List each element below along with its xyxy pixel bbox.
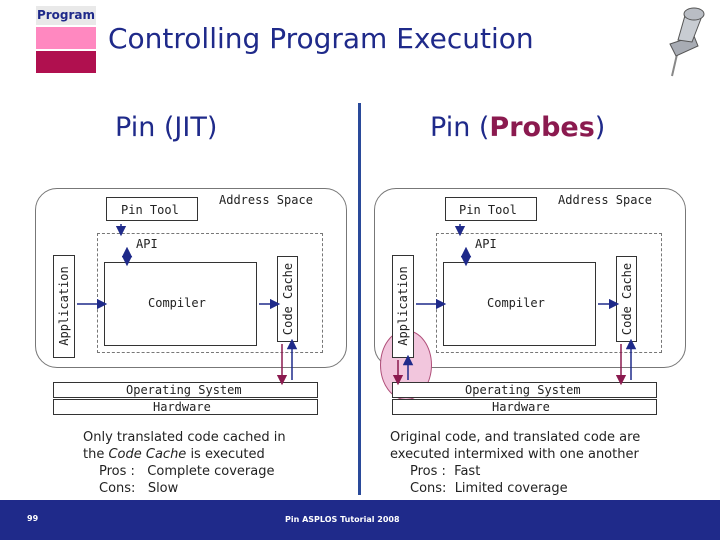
jit-note-line-1: Only translated code cached in (83, 430, 286, 445)
center-divider (358, 103, 361, 495)
jit-address-space (35, 188, 347, 368)
probes-address-space (374, 188, 686, 368)
probes-note-line-1: Original code, and translated code are (390, 430, 641, 445)
probes-note-pros: Pros : Fast (410, 464, 481, 479)
jit-os-box (53, 382, 318, 398)
probes-pin-region (436, 233, 662, 353)
program-tag-label: Program (36, 8, 96, 22)
probes-address-space-label: Address Space (558, 193, 652, 207)
jit-note-line-2a: the (83, 447, 109, 462)
probes-api-label: API (475, 237, 497, 251)
probes-pin-tool-label: Pin Tool (459, 203, 517, 217)
probes-os-box (392, 382, 657, 398)
jit-os-label: Operating System (126, 383, 242, 397)
jit-pin-region (97, 233, 323, 353)
jit-hardware-box (53, 399, 318, 415)
jit-compiler-label: Compiler (148, 296, 206, 310)
probes-note-cons: Cons: Limited coverage (410, 481, 568, 496)
probes-note-line-2: executed intermixed with one another (390, 447, 639, 462)
pink-tag-block (36, 27, 96, 49)
program-tag-box (36, 6, 96, 25)
jit-api-label: API (136, 237, 158, 251)
jit-note-line-2: the Code Cache is executed (83, 446, 286, 463)
probes-notes: Original code, and translated code are e… (390, 429, 640, 497)
maroon-tag-block (36, 51, 96, 73)
probes-os-label: Operating System (465, 383, 581, 397)
probes-compiler-box (443, 262, 596, 346)
probes-pin-tool-box (445, 197, 537, 221)
probes-compiler-label: Compiler (487, 296, 545, 310)
probes-heading: Pin (Probes) (430, 112, 605, 143)
slide-number: 99 (27, 514, 39, 523)
jit-pin-tool-label: Pin Tool (121, 203, 179, 217)
footer-bar (0, 500, 720, 540)
probes-heading-prefix: Pin ( (430, 112, 490, 143)
pushpin-icon (669, 7, 705, 77)
jit-pin-tool-box (106, 197, 198, 221)
jit-address-space-label: Address Space (219, 193, 313, 207)
jit-hardware-label: Hardware (153, 400, 211, 414)
jit-note-cons: Cons: Slow (99, 481, 179, 496)
footer-text: Pin ASPLOS Tutorial 2008 (285, 515, 400, 524)
jit-note-pros: Pros : Complete coverage (99, 464, 275, 479)
page-title: Controlling Program Execution (108, 22, 534, 55)
probes-heading-suffix: ) (594, 112, 606, 143)
jit-heading: Pin (JIT) (115, 112, 218, 143)
probes-hardware-label: Hardware (492, 400, 550, 414)
jit-note-code-cache: Code Cache (108, 447, 187, 462)
jit-notes: Only translated code cached in the Code … (83, 429, 286, 497)
probes-hardware-box (392, 399, 657, 415)
jit-note-line-2b: is executed (186, 447, 265, 462)
probes-heading-word: Probes (489, 112, 595, 143)
jit-application-box (53, 255, 75, 358)
